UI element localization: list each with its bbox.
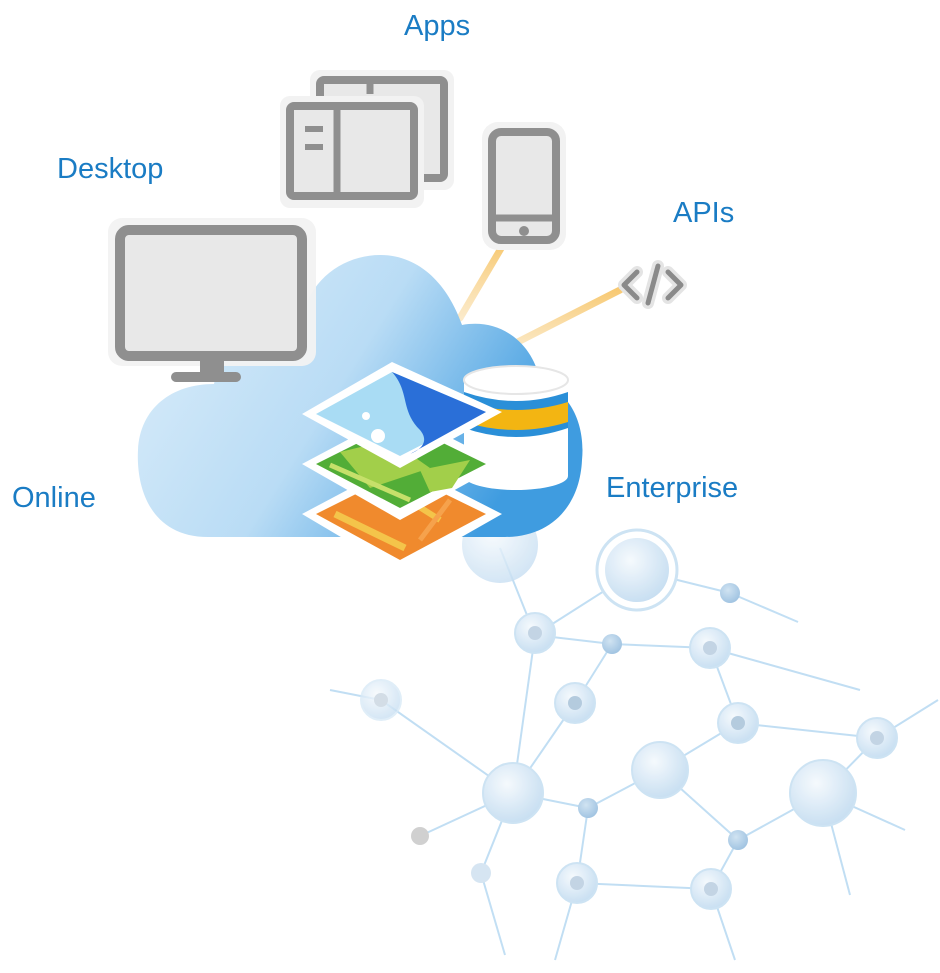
network-dot (703, 641, 717, 655)
network-dot (568, 696, 582, 710)
desktop-monitor-icon (108, 218, 316, 382)
network-dot (731, 716, 745, 730)
smartphone-icon (482, 122, 566, 250)
apps-label: Apps (404, 10, 471, 42)
network-graph (329, 507, 939, 961)
map-layers-icon (302, 362, 502, 572)
network-nodes (360, 507, 898, 910)
network-dot (411, 827, 429, 845)
network-node (631, 741, 689, 799)
network-dot (728, 830, 748, 850)
network-dot (528, 626, 542, 640)
enterprise-label: Enterprise (606, 472, 739, 504)
network-dot (870, 731, 884, 745)
apis-label: APIs (673, 197, 735, 229)
network-node (482, 762, 544, 824)
network-node (789, 759, 857, 827)
network-dot (570, 876, 584, 890)
online-label: Online (12, 482, 96, 514)
network-node (605, 538, 669, 602)
network-dot (374, 693, 388, 707)
network-dot (602, 634, 622, 654)
network-dot (578, 798, 598, 818)
network-dot (704, 882, 718, 896)
network-dot (720, 583, 740, 603)
network-dot (471, 863, 491, 883)
desktop-label: Desktop (57, 153, 164, 185)
code-brackets-icon (618, 260, 687, 309)
mobile-connector (456, 241, 507, 322)
app-windows-icon (280, 70, 454, 208)
